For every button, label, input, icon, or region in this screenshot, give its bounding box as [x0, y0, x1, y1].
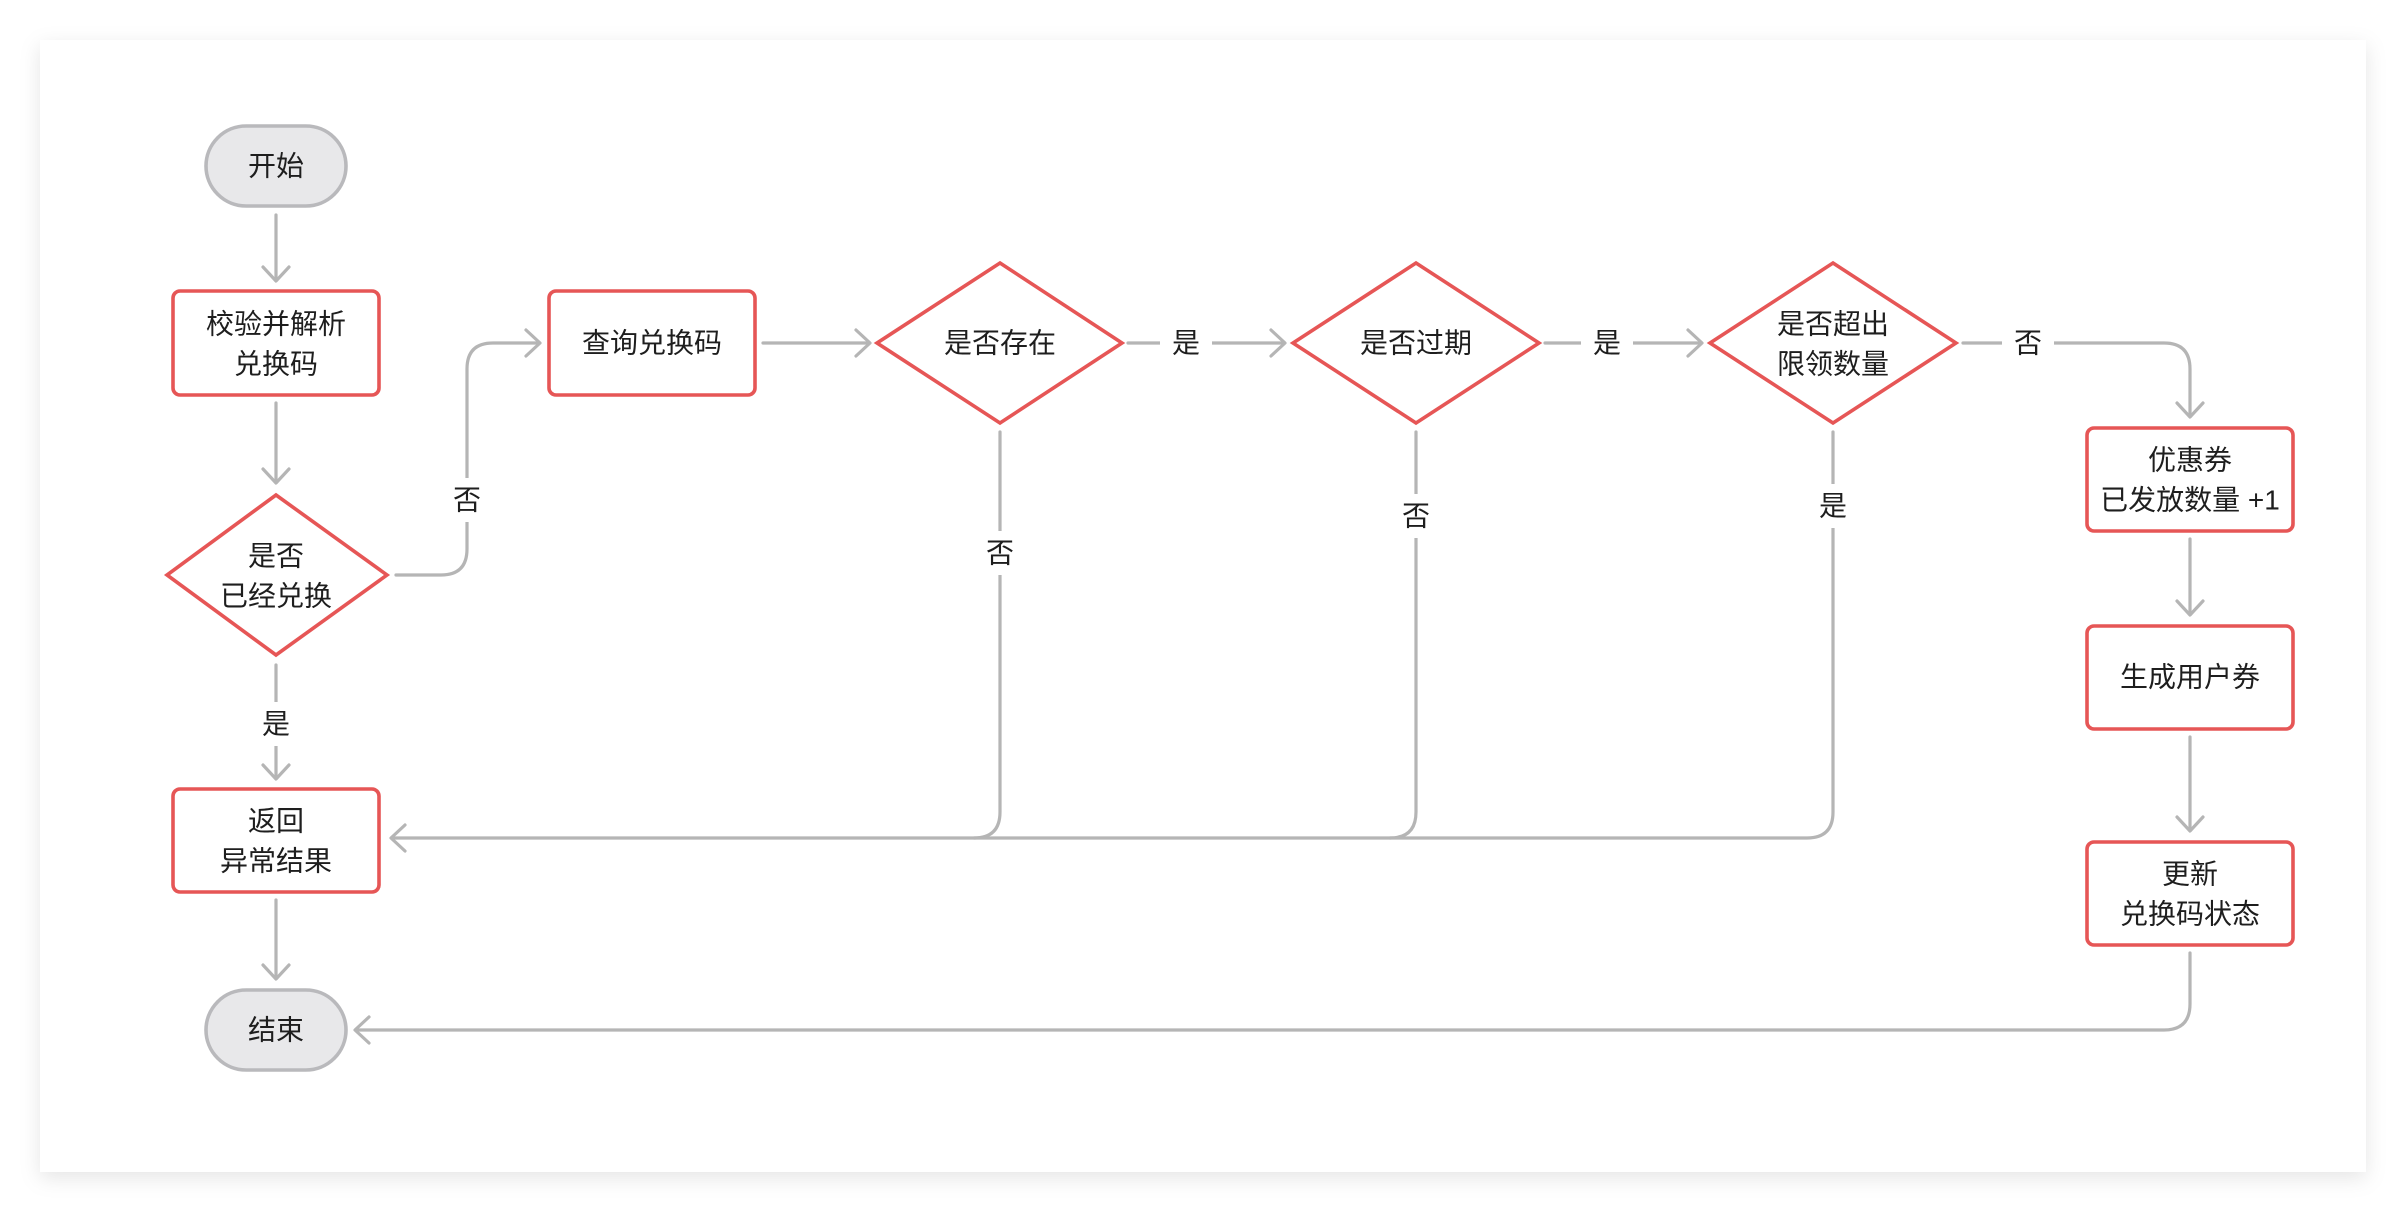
edge-gen-to-update: [2175, 735, 2205, 833]
edge-label-limit-yes: 是: [1819, 491, 1847, 522]
node-gen-user-coupon: 生成用户券: [2085, 624, 2295, 731]
node-expired-label: 是否过期: [1360, 328, 1472, 359]
edge-validate-to-redeemed: [261, 401, 291, 485]
edge-redeemed-no: 否: [394, 328, 542, 577]
node-start: 开始: [204, 124, 348, 208]
node-query: 查询兑换码: [547, 289, 757, 397]
edge-query-to-exists: [761, 328, 872, 358]
node-end: 结束: [204, 988, 348, 1072]
diagram-card: [40, 40, 2366, 1172]
node-end-label: 结束: [248, 1015, 304, 1046]
node-exists: 是否存在: [873, 260, 1126, 426]
edge-label-expired-no: 否: [1402, 501, 1430, 532]
edge-label-expired-yes: 是: [1593, 328, 1621, 359]
edge-start-to-validate: [261, 213, 291, 283]
edge-limit-yes: 是: [1388, 430, 1859, 840]
edge-label-limit-no: 否: [2014, 328, 2042, 359]
edge-label-redeemed-no: 否: [453, 485, 481, 516]
edge-label-exists-no: 否: [986, 538, 1014, 569]
node-update-status: 更新 兑换码状态: [2085, 840, 2295, 947]
node-update-status-line2: 兑换码状态: [2120, 899, 2260, 930]
edge-label-redeemed-yes: 是: [262, 709, 290, 740]
node-over-limit-line1: 是否超出: [1777, 309, 1889, 340]
edge-exists-yes: 是: [1126, 321, 1287, 365]
node-start-label: 开始: [248, 151, 304, 182]
node-validate-line2: 兑换码: [234, 349, 318, 380]
nodes: 开始 校验并解析 兑换码 是否 已经兑换 查询兑换码 是否存在 是否过期: [163, 124, 2295, 1072]
edge-update-to-end: [353, 951, 2192, 1045]
node-expired: 是否过期: [1289, 260, 1543, 426]
edge-redeemed-yes: 是: [250, 663, 302, 781]
node-coupon-count: 优惠券 已发放数量 +1: [2085, 426, 2295, 533]
node-validate-line1: 校验并解析: [206, 309, 346, 340]
node-exists-label: 是否存在: [944, 328, 1056, 359]
edge-limit-no: 否: [1961, 321, 2205, 419]
edge-count-to-gen: [2175, 537, 2205, 617]
edges: 否 是 是 是: [250, 213, 2205, 1045]
node-return-error-line2: 异常结果: [220, 846, 332, 877]
node-validate: 校验并解析 兑换码: [171, 289, 381, 397]
node-coupon-count-line1: 优惠券: [2148, 445, 2232, 476]
node-query-label: 查询兑换码: [582, 328, 722, 359]
edge-error-to-end: [261, 898, 291, 981]
node-already-redeemed: 是否 已经兑换: [163, 492, 391, 658]
edge-expired-yes: 是: [1543, 321, 1704, 365]
edge-label-exists-yes: 是: [1172, 328, 1200, 359]
node-over-limit: 是否超出 限领数量: [1706, 260, 1960, 426]
node-over-limit-line2: 限领数量: [1777, 349, 1889, 380]
node-coupon-count-line2: 已发放数量 +1: [2100, 485, 2280, 516]
node-return-error: 返回 异常结果: [171, 787, 381, 894]
node-update-status-line1: 更新: [2162, 859, 2218, 890]
node-already-redeemed-line1: 是否: [248, 541, 304, 572]
node-return-error-line1: 返回: [248, 806, 304, 837]
node-already-redeemed-line2: 已经兑换: [220, 581, 332, 612]
node-gen-user-coupon-label: 生成用户券: [2120, 662, 2260, 693]
